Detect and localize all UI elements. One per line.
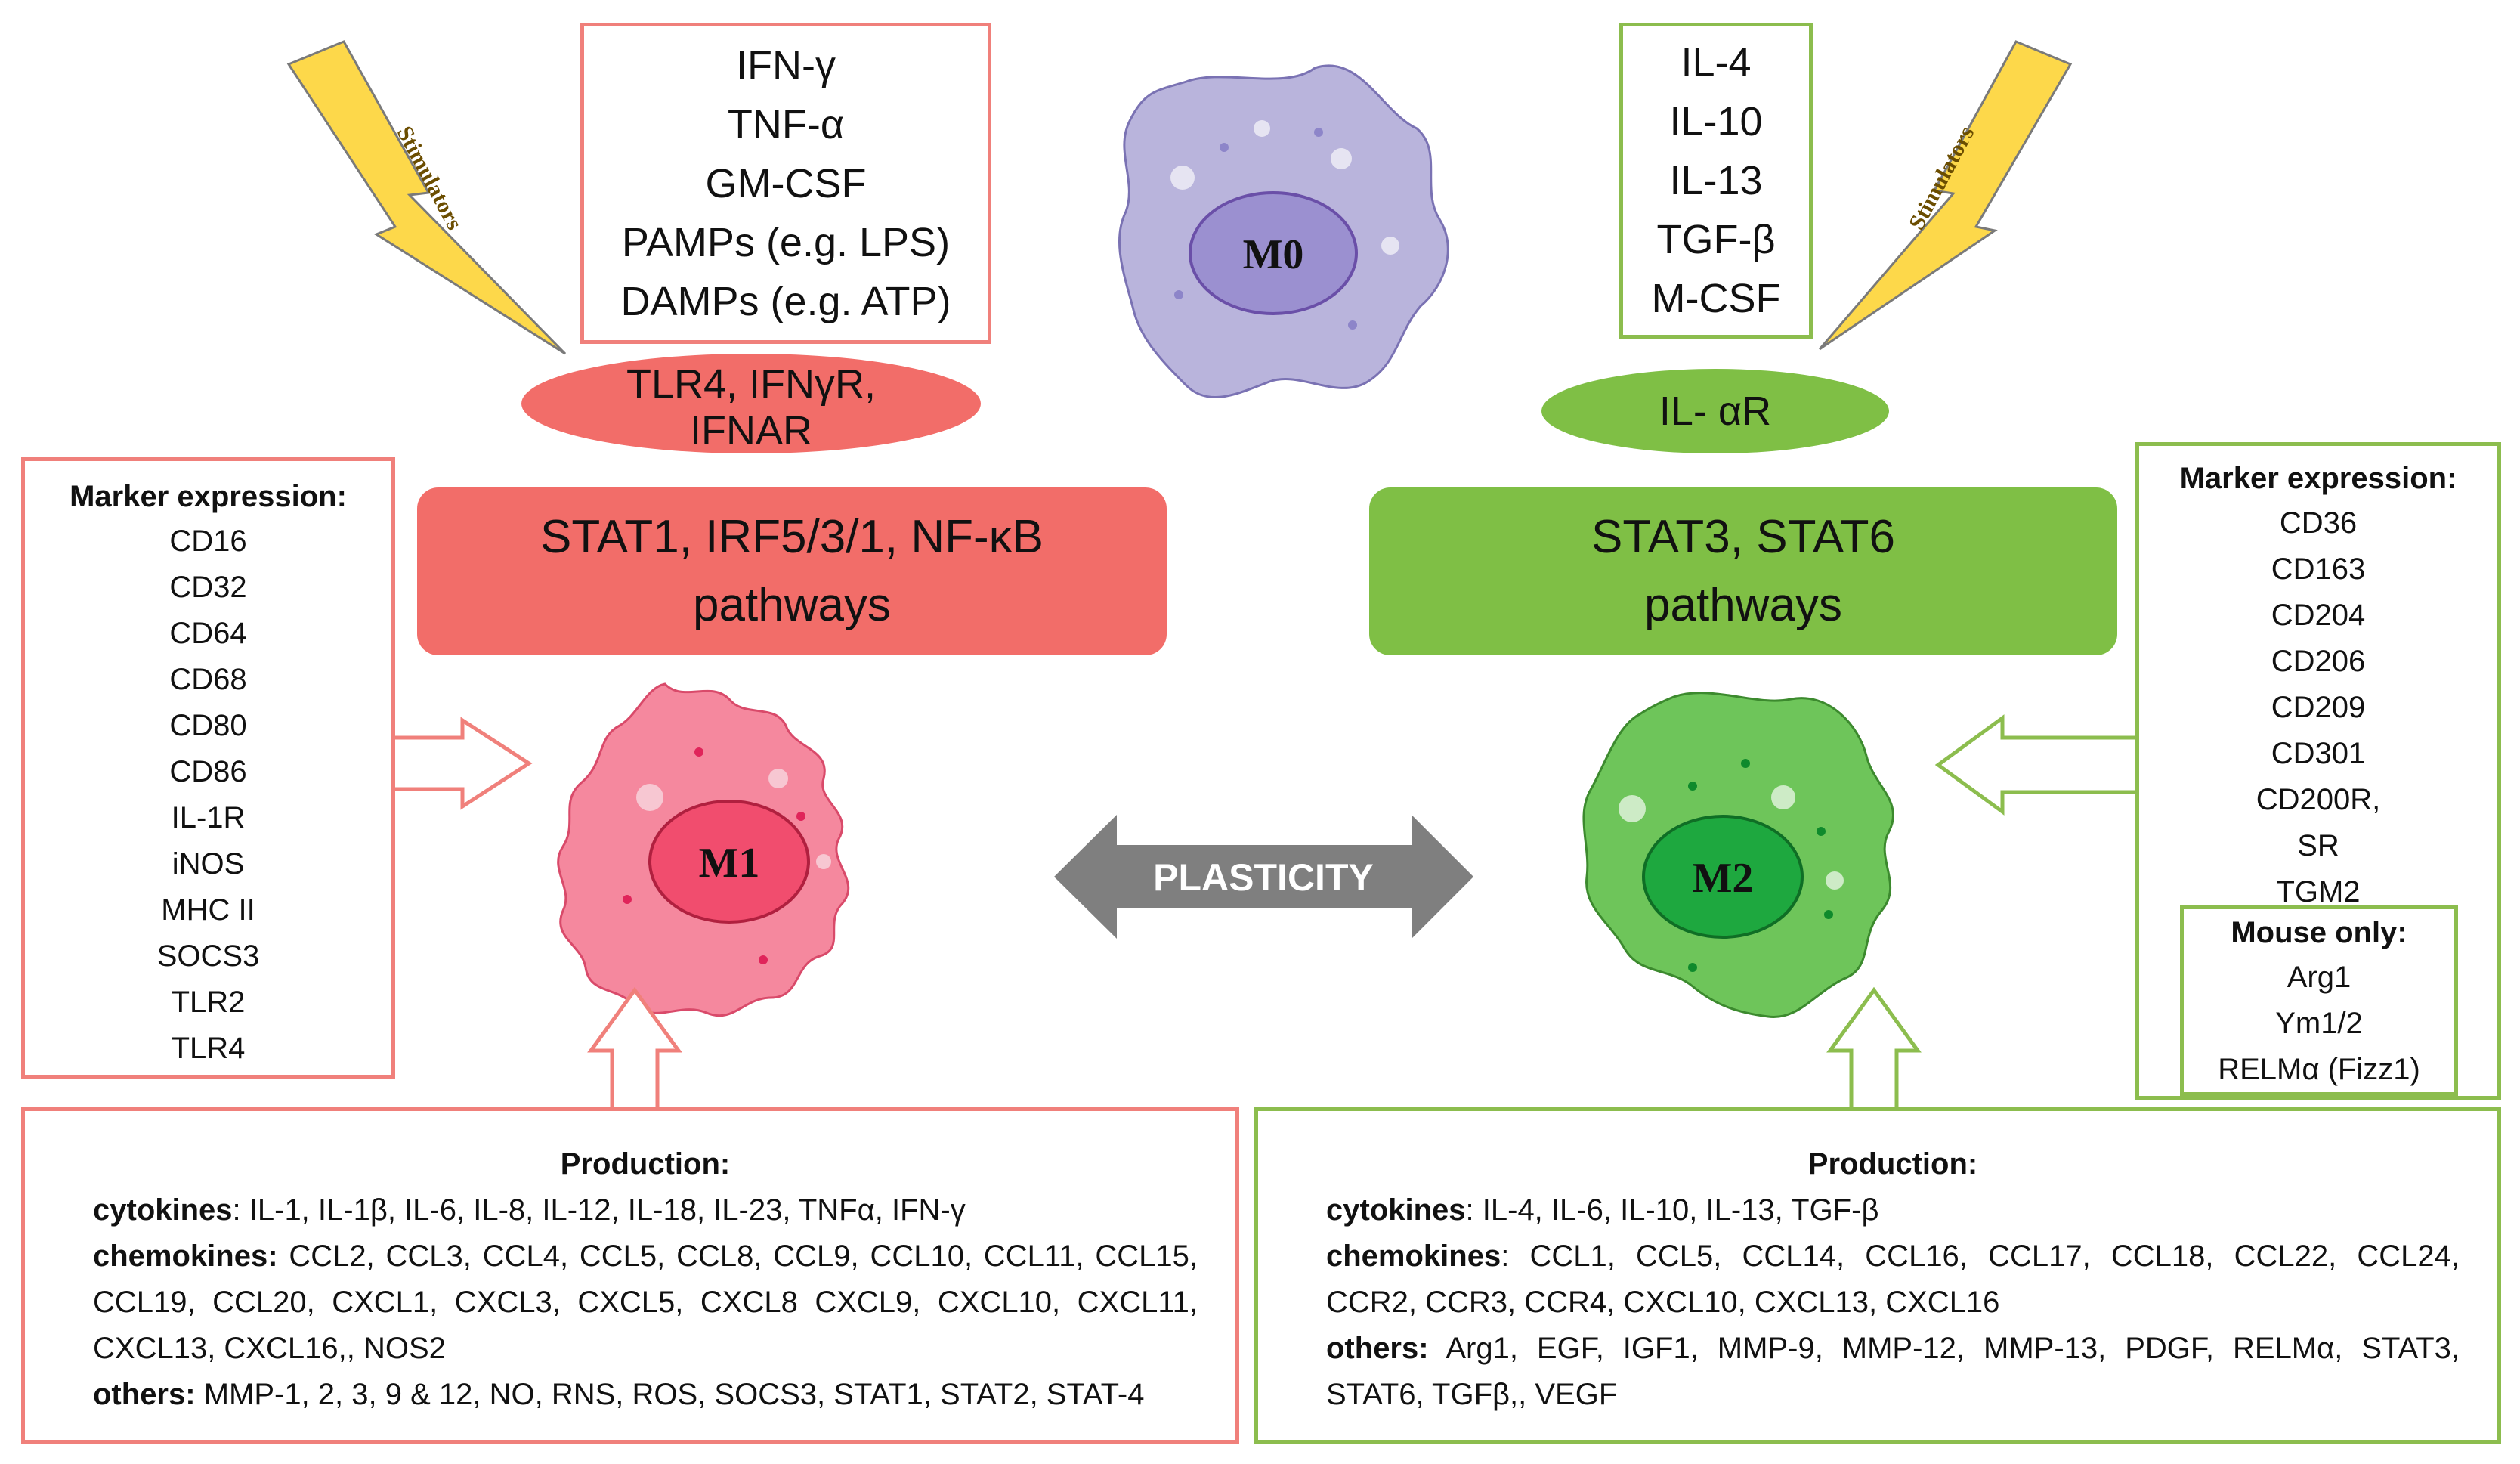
m0-cell [1118, 64, 1449, 398]
m1-marker-item: TLR4 [171, 1032, 246, 1065]
m1-stimulus: IFN-γ [736, 42, 836, 88]
m2-pathway-box: STAT3, STAT6 pathways [1369, 487, 2117, 655]
m2-stimulus: IL-10 [1669, 99, 1763, 144]
m2-production-line: CCR2, CCR3, CCR4, CXCL10, CXCL13, CXCL16 [1326, 1280, 2460, 1326]
m1-production-line: cytokines: IL-1, IL-1β, IL-6, IL-8, IL-1… [93, 1187, 1198, 1233]
m2-production-label: cytokines [1326, 1193, 1466, 1227]
m1-production-text: CXCL13, CXCL16,, NOS2 [93, 1332, 446, 1365]
m2-marker-item: CD209 [2271, 691, 2366, 724]
m2-production-text: : IL-4, IL-6, IL-10, IL-13, TGF-β [1465, 1193, 1879, 1227]
m1-production-text: CCL19, CCL20, CXCL1, CXCL3, CXCL5, CXCL8… [93, 1286, 1198, 1319]
mouse-only-item: Arg1 [2287, 961, 2351, 994]
m2-pathway-line: STAT3, STAT6 [1591, 511, 1895, 563]
m2-marker-item: CD206 [2271, 645, 2366, 678]
m1-stimulus: TNF-α [727, 101, 845, 147]
m1-stimuli-box: IFN-γ TNF-α GM-CSF PAMPs (e.g. LPS) DAMP… [580, 23, 991, 344]
m1-marker-item: CD80 [169, 709, 247, 742]
plasticity-label: PLASTICITY [1153, 856, 1374, 899]
m2-marker-item: SR [2297, 829, 2339, 862]
m1-stimulus: DAMPs (e.g. ATP) [620, 278, 951, 324]
m1-marker-heading: Marker expression: [70, 480, 347, 513]
m2-stimulus: IL-4 [1681, 40, 1752, 85]
m0-label: M0 [1243, 231, 1304, 278]
m1-production-arrow-icon [587, 986, 682, 1112]
m1-production-label: cytokines [93, 1193, 233, 1227]
lightning-bolt-right-icon [1818, 40, 2073, 351]
m2-pathway-line: pathways [1644, 579, 1842, 631]
m1-production-text: : IL-1, IL-1β, IL-6, IL-8, IL-12, IL-18,… [232, 1193, 966, 1227]
m2-production-text: STAT6, TGFβ,, VEGF [1326, 1378, 1618, 1411]
m1-production-line: CXCL13, CXCL16,, NOS2 [93, 1326, 1198, 1372]
m1-marker-item: CD68 [169, 663, 247, 696]
m2-marker-item: CD36 [2279, 506, 2358, 540]
m1-label: M1 [699, 840, 760, 887]
m2-receptor-ellipse: IL- αR [1541, 369, 1889, 453]
m1-production-line: others: MMP-1, 2, 3, 9 & 12, NO, RNS, RO… [93, 1372, 1198, 1418]
m2-production-line: chemokines: CCL1, CCL5, CCL14, CCL16, CC… [1326, 1233, 2460, 1280]
m2-production-arrow-icon [1826, 986, 1922, 1112]
m2-stimulus: TGF-β [1656, 217, 1776, 262]
m1-marker-arrow-icon [391, 717, 533, 810]
m1-pathway-line: STAT1, IRF5/3/1, NF-κB [540, 511, 1044, 563]
m1-stimulus: PAMPs (e.g. LPS) [621, 219, 951, 265]
m1-production-heading: Production: [560, 1147, 731, 1181]
m2-marker-item: CD163 [2271, 552, 2366, 586]
m2-production-box: Production: cytokines: IL-4, IL-6, IL-10… [1254, 1107, 2501, 1444]
m2-production-heading: Production: [1807, 1147, 1978, 1181]
m1-marker-item: MHC II [161, 893, 255, 927]
plasticity-double-arrow-icon [1054, 815, 1473, 939]
m2-production-label: others: [1326, 1332, 1429, 1365]
mouse-only-heading: Mouse only: [2231, 916, 2407, 949]
m2-production-line: others: Arg1, EGF, IGF1, MMP-9, MMP-12, … [1326, 1326, 2460, 1372]
m1-marker-item: TLR2 [171, 986, 246, 1019]
m1-production-box: Production: cytokines: IL-1, IL-1β, IL-6… [21, 1107, 1239, 1444]
m2-marker-item: CD301 [2271, 737, 2366, 770]
mouse-only-item: Ym1/2 [2275, 1007, 2363, 1040]
m1-pathway-line: pathways [693, 579, 891, 631]
m1-marker-box: Marker expression: CD16 CD32 CD64 CD68 C… [21, 457, 395, 1079]
m1-receptor-line: IFNAR [690, 408, 812, 453]
m1-receptor-ellipse: TLR4, IFNγR, IFNAR [521, 354, 981, 453]
m1-receptor-line: TLR4, IFNγR, [626, 361, 877, 407]
m2-marker-item: TGM2 [2276, 875, 2361, 908]
m1-marker-item: CD64 [169, 617, 247, 650]
m2-marker-item: CD204 [2271, 599, 2366, 632]
m1-stimulus: GM-CSF [705, 160, 867, 206]
m2-production-text: : CCL1, CCL5, CCL14, CCL16, CCL17, CCL18… [1501, 1240, 2460, 1273]
m1-marker-item: IL-1R [171, 801, 246, 834]
m2-marker-item: CD200R, [2256, 783, 2381, 816]
lightning-bolt-left-icon [286, 40, 567, 355]
m1-marker-item: CD86 [169, 755, 247, 788]
m2-marker-arrow-icon [1934, 714, 2141, 816]
m2-stimulus: M-CSF [1651, 276, 1781, 321]
m1-marker-item: SOCS3 [156, 939, 260, 973]
m2-production-line: STAT6, TGFβ,, VEGF [1326, 1372, 2460, 1418]
m2-label: M2 [1693, 855, 1754, 902]
m2-production-text: CCR2, CCR3, CCR4, CXCL10, CXCL13, CXCL16 [1326, 1286, 2000, 1319]
m1-marker-item: iNOS [172, 847, 245, 881]
m2-production-text: Arg1, EGF, IGF1, MMP-9, MMP-12, MMP-13, … [1428, 1332, 2460, 1365]
m2-stimuli-box: IL-4 IL-10 IL-13 TGF-β M-CSF [1619, 23, 1813, 339]
m1-marker-item: CD32 [169, 571, 247, 604]
mouse-only-item: RELMα (Fizz1) [2218, 1053, 2420, 1086]
m2-marker-heading: Marker expression: [2179, 462, 2457, 495]
m1-pathway-box: STAT1, IRF5/3/1, NF-κB pathways [417, 487, 1167, 655]
m2-production-line: cytokines: IL-4, IL-6, IL-10, IL-13, TGF… [1326, 1187, 2460, 1233]
m2-stimulus: IL-13 [1669, 158, 1763, 203]
mouse-only-box: Mouse only: Arg1 Ym1/2 RELMα (Fizz1) [2180, 905, 2458, 1096]
m1-marker-item: CD16 [169, 525, 247, 558]
m2-production-label: chemokines [1326, 1240, 1501, 1273]
m2-receptor-label: IL- αR [1659, 388, 1772, 434]
m1-production-text: CCL2, CCL3, CCL4, CCL5, CCL8, CCL9, CCL1… [277, 1240, 1198, 1273]
m1-production-line: chemokines: CCL2, CCL3, CCL4, CCL5, CCL8… [93, 1233, 1198, 1280]
m1-production-line: CCL19, CCL20, CXCL1, CXCL3, CXCL5, CXCL8… [93, 1280, 1198, 1326]
m1-production-label: others: [93, 1378, 196, 1411]
m1-cell [557, 682, 850, 1017]
m1-production-label: chemokines: [93, 1240, 278, 1273]
m2-cell [1582, 692, 1894, 1018]
m1-production-text: MMP-1, 2, 3, 9 & 12, NO, RNS, ROS, SOCS3… [195, 1378, 1145, 1411]
